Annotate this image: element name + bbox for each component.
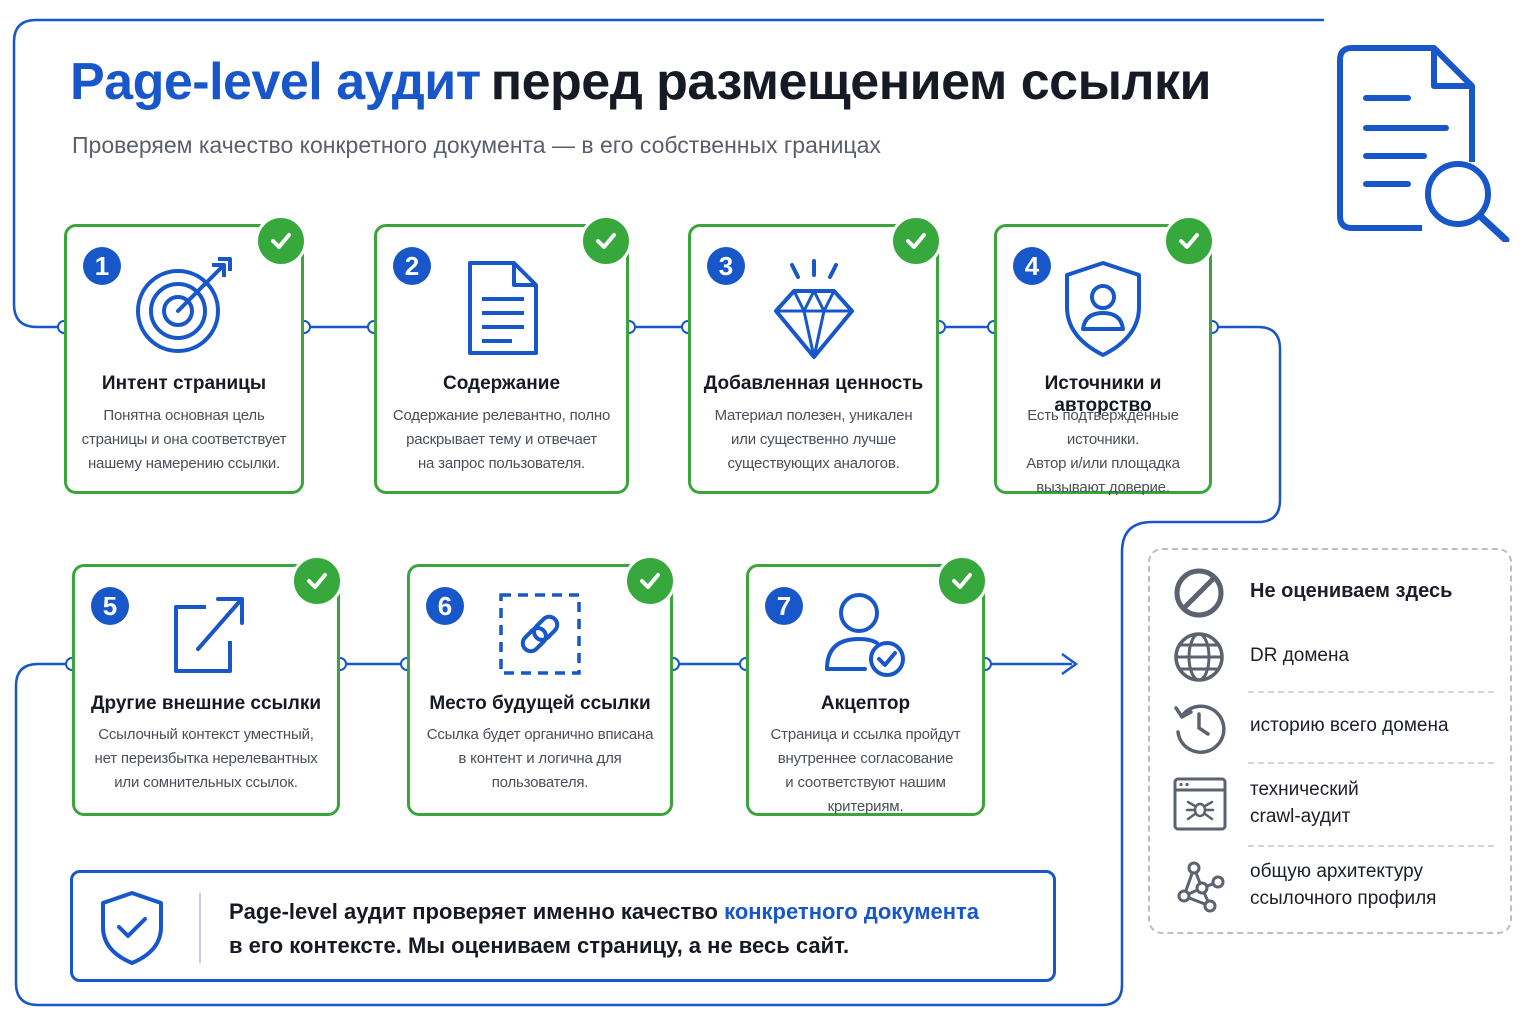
crawler-icon (1173, 777, 1227, 831)
step-title: Интент страницы (101, 373, 267, 394)
not-evaluated-item: историю всего домена (1150, 700, 1510, 756)
step-description: Материал полезен, уникален или существен… (714, 407, 913, 472)
not-evaluated-heading: Не оцениваем здесь (1250, 580, 1453, 602)
check-icon (291, 555, 343, 607)
check-icon (624, 555, 676, 607)
step-description: Ссылочный контекст уместный, нет переизб… (94, 726, 318, 791)
separator (1248, 845, 1494, 847)
shield-check-icon (101, 891, 163, 965)
step-title: Источники и авторство (1044, 373, 1162, 416)
not-evaluated-heading-row: Не оцениваем здесь (1150, 566, 1510, 622)
step-description: Содержание релевантно, полно раскрывает … (392, 407, 611, 472)
globe-icon (1174, 632, 1224, 682)
diamond-icon (773, 259, 854, 359)
step-number: 7 (765, 587, 803, 625)
check-icon (255, 215, 307, 267)
not-evaluated-item: технический crawl-аудит (1150, 774, 1510, 838)
note-text-start: Page-level аудит проверяет именно качест… (229, 899, 718, 924)
prohibited-icon (1174, 568, 1224, 618)
step-number: 6 (426, 587, 464, 625)
note-text-highlight: конкретного документа (724, 899, 980, 924)
separator (1248, 691, 1494, 693)
note-text: Page-level аудит проверяет именно качест… (229, 895, 979, 963)
step-description: Есть подтверждённые источники. Автор и/и… (1026, 407, 1180, 496)
step-number: 2 (393, 247, 431, 285)
document-icon (467, 261, 538, 355)
not-evaluated-item: общую архитектуру ссылочного профиля (1150, 856, 1510, 920)
check-icon (580, 215, 632, 267)
step-card-external-links: 5 Другие внешние ссылки Ссылочный контек… (72, 555, 343, 816)
step-title: Акцептор (820, 693, 911, 714)
outer-frame-line (12, 18, 1324, 329)
step-title: Другие внешние ссылки (90, 693, 322, 714)
history-icon (1174, 704, 1226, 754)
step-card-acceptor: 7 Акцептор Страница и ссылка пройдут вну… (746, 555, 988, 816)
step-title: Содержание (442, 373, 561, 394)
step-description: Ссылка будет органично вписана в контент… (426, 726, 654, 791)
step-card-sources: 4 Источники и авторство Есть подтверждён… (994, 215, 1215, 496)
check-icon (936, 555, 988, 607)
not-evaluated-label: DR домена (1250, 645, 1350, 666)
title-highlight: Page-level аудит (70, 53, 481, 111)
not-evaluated-panel: Не оцениваем здесь DR домена историю все… (1148, 548, 1512, 934)
document-search-icon (1337, 45, 1510, 242)
step-description: Страница и ссылка пройдут внутреннее сог… (770, 726, 961, 815)
not-evaluated-label: историю всего домена (1250, 715, 1449, 736)
note-divider (199, 893, 201, 963)
user-check-icon (824, 593, 905, 677)
summary-note: Page-level аудит проверяет именно качест… (70, 870, 1056, 982)
shield-user-icon (1065, 261, 1141, 357)
network-icon (1177, 861, 1225, 913)
step-number: 5 (91, 587, 129, 625)
link-icon (499, 593, 581, 675)
page-subtitle: Проверяем качество конкретного документа… (72, 132, 881, 158)
not-evaluated-label: технический crawl-аудит (1250, 779, 1359, 827)
step-number: 1 (83, 247, 121, 285)
step-card-content: 2 Содержание Содержание релевантно, полн… (374, 215, 632, 494)
step-description: Понятна основная цель страницы и она соо… (81, 407, 287, 472)
title-rest: перед размещением ссылки (490, 53, 1212, 111)
row-wrap-connector (14, 325, 1282, 1007)
step-number: 3 (707, 247, 745, 285)
target-icon (136, 257, 232, 353)
step-title: Добавленная ценность (703, 373, 924, 394)
check-icon (1163, 215, 1215, 267)
not-evaluated-item: DR домена (1150, 630, 1510, 686)
external-link-icon (174, 597, 244, 673)
step-card-link-placement: 6 Место будущей ссылки Ссылка будет орга… (407, 555, 676, 816)
separator (1248, 762, 1494, 764)
check-icon (890, 215, 942, 267)
step-number: 4 (1013, 247, 1051, 285)
not-evaluated-label: общую архитектуру ссылочного профиля (1250, 861, 1437, 909)
note-text-line2: в его контексте. Мы оцениваем страницу, … (229, 933, 850, 958)
exit-arrow-head (1061, 652, 1079, 676)
step-title: Место будущей ссылки (429, 693, 651, 714)
step-card-intent: 1 Интент страницы Понятна основная цель … (64, 215, 307, 494)
step-card-value: 3 Добавленная ценность Материал полезен,… (688, 215, 942, 494)
